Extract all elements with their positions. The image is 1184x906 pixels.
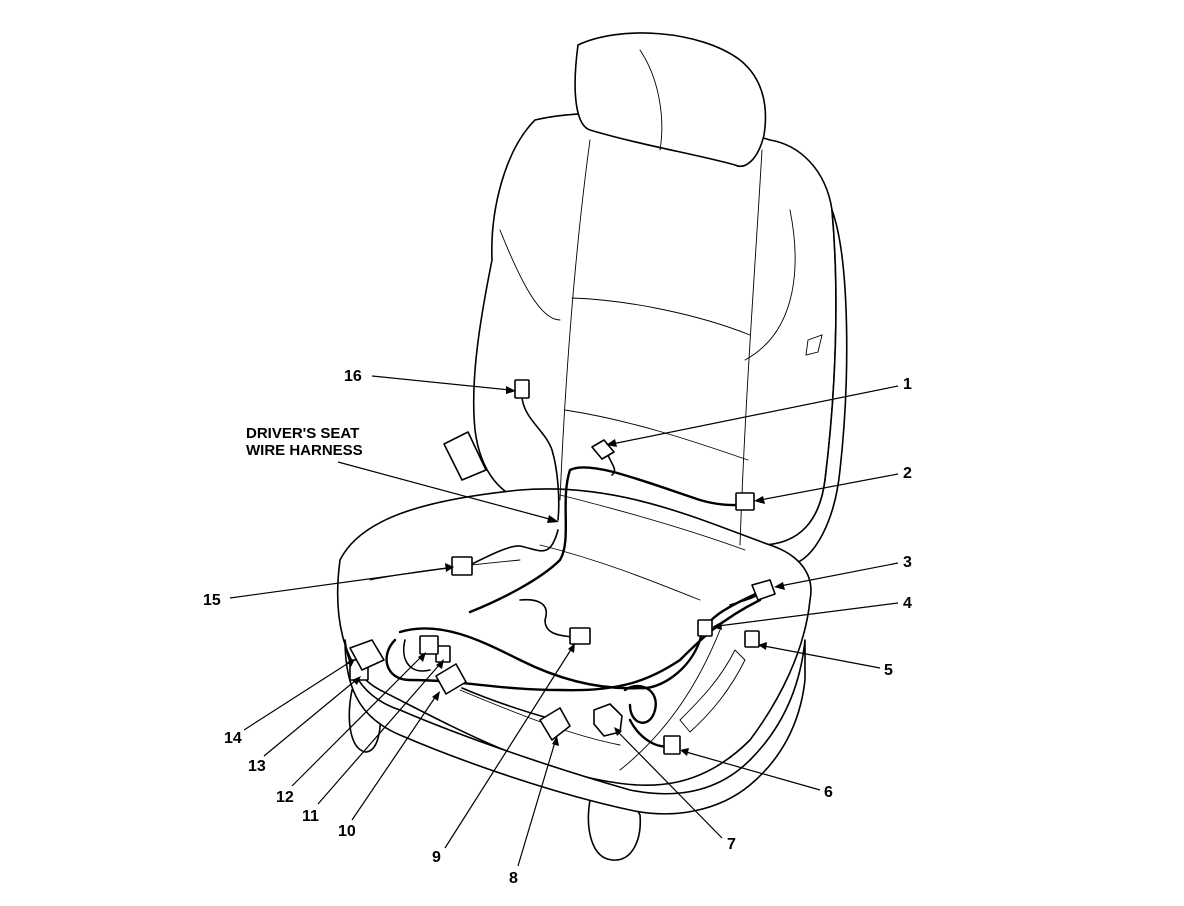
connector-16: [514, 379, 530, 399]
arrow-6: [680, 748, 689, 756]
seat-back: [472, 112, 837, 546]
callout-8: 8: [509, 870, 518, 887]
callout-15: 15: [203, 592, 221, 609]
arrow-14: [347, 659, 355, 667]
harness-riser: [468, 466, 747, 614]
callout-3: 3: [903, 554, 912, 571]
wire-to-9: [519, 598, 576, 638]
back-seam-left: [559, 139, 591, 501]
side-switch-panel: [679, 649, 746, 733]
arrow-11: [436, 659, 444, 669]
wire-to-16: [521, 397, 560, 521]
seat-base: [344, 639, 806, 815]
arrow-1: [606, 439, 617, 447]
wire-to-1: [607, 454, 616, 476]
connector-1: [591, 439, 615, 460]
harness-rear-loop: [398, 627, 642, 690]
arrow-3: [774, 582, 785, 590]
arrow-8: [552, 736, 559, 746]
arrow-4: [712, 622, 722, 630]
leader-lines: [229, 375, 899, 867]
leader-2: [759, 473, 899, 501]
callout-4: 4: [903, 595, 912, 612]
wire-to-11: [403, 639, 431, 672]
wire-harness: [385, 397, 763, 748]
leader-10: [351, 695, 437, 821]
leader-7: [617, 731, 723, 839]
harness-side-curl: [623, 684, 657, 724]
arrow-15: [445, 563, 454, 572]
labels: DRIVER'S SEAT WIRE HARNESS 16 1 2 3 4 5 …: [203, 368, 912, 887]
arrow-2: [754, 496, 765, 504]
connector-2: [735, 492, 755, 511]
back-seam-upper: [571, 297, 751, 336]
seat-back-side: [759, 209, 848, 566]
callout-16: 16: [344, 368, 362, 385]
arrow-10: [432, 691, 440, 701]
callout-7: 7: [727, 836, 736, 853]
callout-13: 13: [248, 758, 266, 775]
connector-5: [744, 630, 760, 648]
arrow-12: [418, 652, 426, 662]
callout-9: 9: [432, 849, 441, 866]
arrow-13: [352, 676, 361, 685]
cushion-seam-side: [619, 629, 721, 771]
callout-11: 11: [302, 808, 319, 825]
callout-14: 14: [224, 730, 242, 747]
arrow-9: [568, 643, 575, 653]
connector-4: [697, 619, 713, 637]
harness-title-line-2: WIRE HARNESS: [246, 442, 363, 459]
arrow-5: [758, 642, 767, 650]
callout-12: 12: [276, 789, 294, 806]
connector-12: [419, 635, 439, 655]
wire-to-8: [461, 687, 549, 719]
connector-10: [435, 663, 467, 695]
leader-5: [763, 645, 881, 669]
headrest: [574, 32, 767, 167]
leader-12: [291, 655, 423, 787]
arrow-16: [506, 386, 516, 394]
connector-14: [349, 639, 385, 671]
back-seam-bolster: [499, 229, 561, 321]
connector-15: [451, 556, 473, 576]
back-seam-middle: [564, 409, 749, 461]
back-seam-bolster-right: [744, 209, 796, 361]
side-vent: [805, 334, 823, 356]
arrow-7: [614, 727, 622, 736]
callout-6: 6: [824, 784, 833, 801]
leader-11: [317, 663, 441, 805]
cushion-seam-mid: [539, 544, 701, 601]
leader-14: [243, 661, 351, 731]
leader-8: [517, 741, 556, 867]
leader-6: [685, 751, 821, 791]
callout-1: 1: [903, 376, 912, 393]
leader-3: [779, 562, 899, 587]
harness-title-line-1: DRIVER'S SEAT: [246, 425, 359, 442]
wire-to-15: [469, 529, 559, 566]
seat-recliner-handle: [443, 431, 487, 481]
connector-9: [569, 627, 591, 645]
arrow-harness: [547, 515, 559, 523]
leader-4: [717, 602, 899, 627]
callout-10: 10: [338, 823, 356, 840]
leader-16: [371, 375, 511, 391]
connector-3: [751, 579, 776, 601]
harness-side-loop: [638, 590, 762, 690]
leader-15: [229, 567, 449, 599]
callout-5: 5: [884, 662, 893, 679]
headrest-seam: [639, 49, 663, 151]
back-seam-right: [739, 149, 763, 546]
connector-6: [663, 735, 681, 755]
leader-13: [263, 679, 357, 757]
cushion-seam-rear: [559, 494, 746, 551]
leader-9: [444, 647, 573, 849]
callout-2: 2: [903, 465, 912, 482]
leader-harness: [337, 461, 554, 521]
leader-1: [611, 385, 899, 445]
connector-8: [539, 707, 571, 741]
